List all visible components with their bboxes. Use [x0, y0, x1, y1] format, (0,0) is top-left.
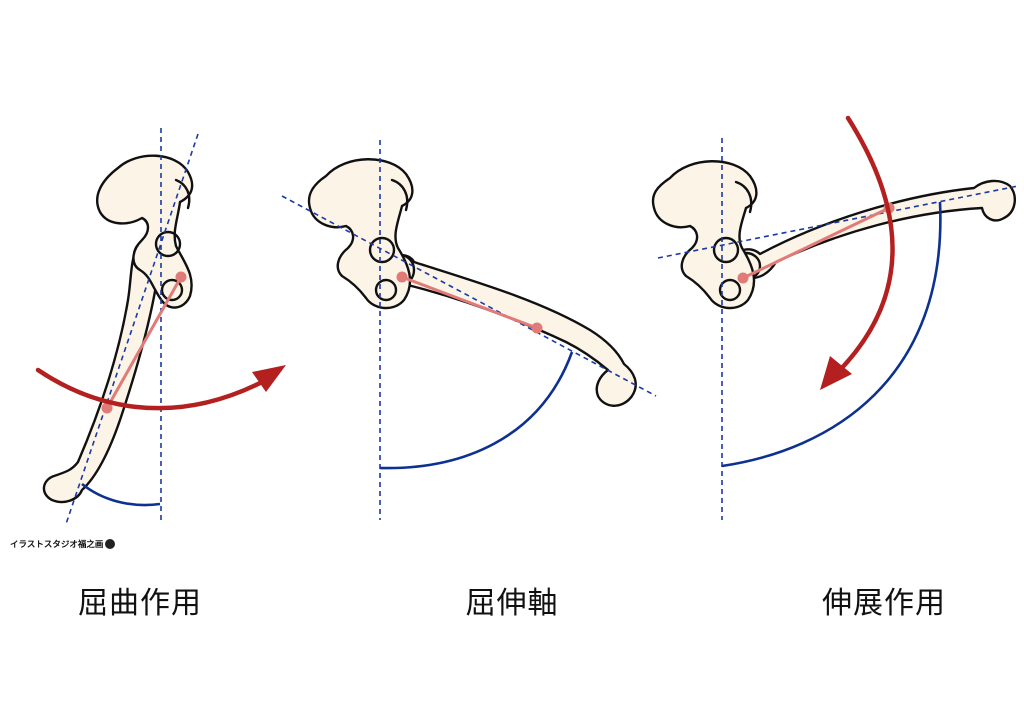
insertion-point	[101, 402, 113, 414]
credit-label: イラストスタジオ福之画	[10, 538, 116, 550]
angle-arc	[379, 351, 574, 470]
credit-text: イラストスタジオ福之画	[10, 540, 104, 550]
logo-icon	[105, 539, 116, 549]
panel-extension	[651, 115, 1019, 520]
femur-icon	[42, 238, 164, 504]
extension-angle-arc	[721, 201, 942, 468]
pelvis-icon	[651, 160, 758, 310]
caption-extension: 伸展作用	[822, 586, 946, 621]
femur-axis-line	[281, 195, 657, 397]
moment-arm	[105, 276, 183, 409]
pelvis-icon	[307, 158, 414, 310]
flexion-angle-arc	[81, 482, 161, 507]
caption-axis: 屈伸軸	[465, 586, 559, 621]
femur-axis-line	[65, 133, 199, 525]
femur-icon	[384, 253, 637, 407]
panel-flexion	[35, 128, 286, 525]
joint-point	[175, 271, 187, 283]
pelvis-icon	[95, 154, 194, 309]
moment-arm	[742, 206, 890, 280]
femur-axis-line	[657, 185, 1019, 259]
motion-arrow-icon	[820, 115, 895, 390]
moment-arm	[401, 275, 538, 330]
insertion-point	[531, 322, 543, 334]
panel-axis	[281, 140, 657, 520]
motion-arrow-icon	[35, 365, 286, 411]
joint-point	[396, 271, 408, 283]
caption-flexion: 屈曲作用	[78, 586, 202, 621]
joint-point	[737, 272, 749, 284]
